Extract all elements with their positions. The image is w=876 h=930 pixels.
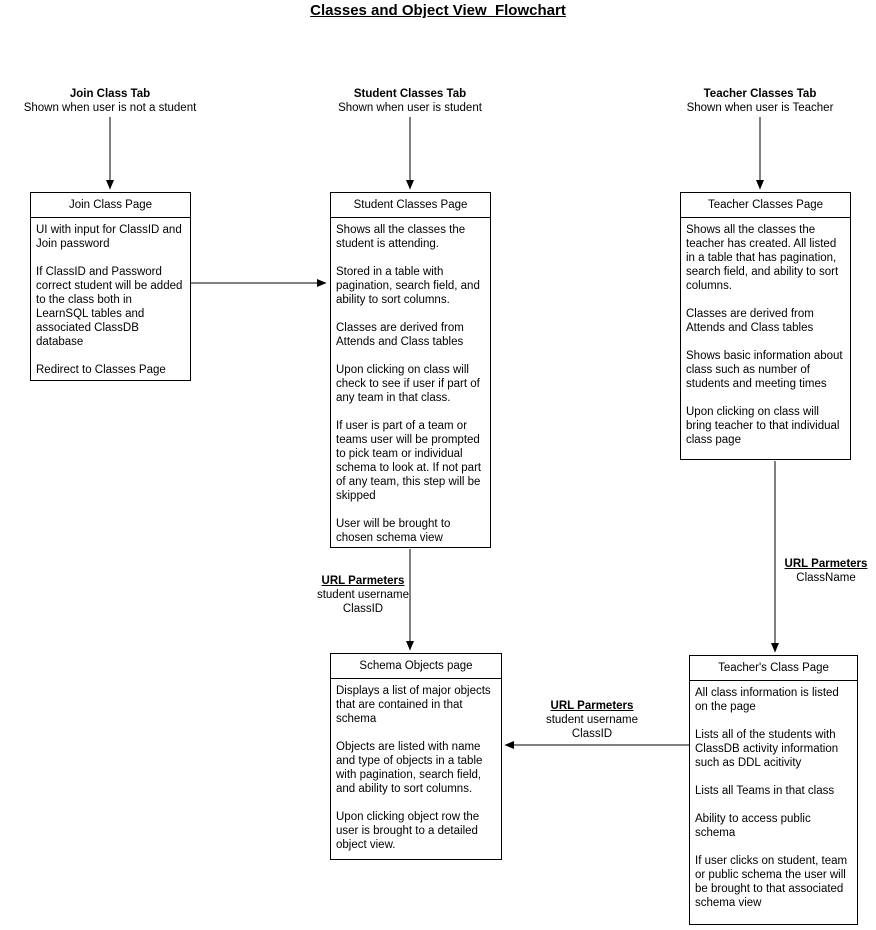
edge-label-teacher-to-class-title: URL Parmeters bbox=[784, 558, 868, 570]
paragraph: Stored in a table with pagination, searc… bbox=[336, 266, 480, 306]
header-join-class-tab: Join Class Tab Shown when user is not a … bbox=[10, 87, 210, 115]
node-teacher-classes-page-body: Shows all the classes the teacher has cr… bbox=[681, 218, 850, 447]
paragraph: Objects are listed with name and type of… bbox=[336, 741, 483, 795]
edge-label-class-to-schema: URL Parmeters student username ClassID bbox=[517, 699, 667, 741]
node-join-class-page-title: Join Class Page bbox=[31, 193, 190, 218]
node-student-classes-page-body: Shows all the classes the student is att… bbox=[331, 218, 490, 545]
edge-label-student-to-schema-line: ClassID bbox=[342, 603, 384, 615]
paragraph: Upon clicking object row the user is bro… bbox=[336, 811, 480, 851]
node-student-classes-page: Student Classes Page Shows all the class… bbox=[330, 192, 491, 548]
paragraph: If ClassID and Password correct student … bbox=[36, 266, 183, 348]
edge-label-student-to-schema-line: student username bbox=[316, 589, 410, 601]
header-join-class-tab-title: Join Class Tab bbox=[69, 88, 151, 100]
header-student-classes-tab: Student Classes Tab Shown when user is s… bbox=[310, 87, 510, 115]
paragraph: If user clicks on student, team or publi… bbox=[695, 855, 848, 909]
paragraph: If user is part of a team or teams user … bbox=[336, 420, 482, 502]
paragraph: Lists all of the students with ClassDB a… bbox=[695, 729, 839, 769]
node-teacher-classes-page: Teacher Classes Page Shows all the class… bbox=[680, 192, 851, 460]
paragraph: Displays a list of major objects that ar… bbox=[336, 685, 491, 725]
edge-label-teacher-to-class: URL Parmeters ClassName bbox=[756, 557, 876, 585]
node-teachers-class-page: Teacher's Class Page All class informati… bbox=[689, 655, 858, 925]
paragraph: Shows all the classes the student is att… bbox=[336, 224, 466, 250]
paragraph: Classes are derived from Attends and Cla… bbox=[336, 322, 464, 348]
node-schema-objects-page-body: Displays a list of major objects that ar… bbox=[331, 679, 501, 852]
diagram-title: Classes and Object View Flowchart bbox=[310, 2, 566, 19]
node-teacher-classes-page-title: Teacher Classes Page bbox=[681, 193, 850, 218]
header-join-class-tab-subtitle: Shown when user is not a student bbox=[23, 102, 197, 114]
paragraph: Classes are derived from Attends and Cla… bbox=[686, 308, 814, 334]
paragraph: UI with input for ClassID and Join passw… bbox=[36, 224, 182, 250]
paragraph: Shows basic information about class such… bbox=[686, 350, 843, 390]
paragraph: Redirect to Classes Page bbox=[36, 364, 166, 376]
header-student-classes-tab-subtitle: Shown when user is student bbox=[338, 102, 482, 114]
header-student-classes-tab-title: Student Classes Tab bbox=[353, 88, 467, 100]
header-teacher-classes-tab: Teacher Classes Tab Shown when user is T… bbox=[662, 87, 858, 115]
edge-label-teacher-to-class-line: ClassName bbox=[796, 572, 856, 584]
paragraph: Upon clicking on class will check to see… bbox=[336, 364, 480, 404]
node-join-class-page: Join Class Page UI with input for ClassI… bbox=[30, 192, 191, 381]
paragraph: Shows all the classes the teacher has cr… bbox=[686, 224, 839, 292]
edge-label-student-to-schema: URL Parmeters student username ClassID bbox=[288, 574, 438, 616]
node-schema-objects-page: Schema Objects page Displays a list of m… bbox=[330, 653, 502, 860]
edge-label-class-to-schema-title: URL Parmeters bbox=[550, 700, 634, 712]
header-teacher-classes-tab-title: Teacher Classes Tab bbox=[703, 88, 817, 100]
edge-label-student-to-schema-title: URL Parmeters bbox=[321, 575, 405, 587]
node-schema-objects-page-title: Schema Objects page bbox=[331, 654, 501, 679]
node-teachers-class-page-body: All class information is listed on the p… bbox=[690, 681, 857, 910]
paragraph: Ability to access public schema bbox=[695, 813, 811, 839]
paragraph: Upon clicking on class will bring teache… bbox=[686, 406, 840, 446]
paragraph: User will be brought to chosen schema vi… bbox=[336, 518, 451, 544]
paragraph: Lists all Teams in that class bbox=[695, 785, 835, 797]
edge-label-class-to-schema-line: student username bbox=[545, 714, 639, 726]
header-teacher-classes-tab-subtitle: Shown when user is Teacher bbox=[686, 102, 834, 114]
node-join-class-page-body: UI with input for ClassID and Join passw… bbox=[31, 218, 190, 377]
paragraph: All class information is listed on the p… bbox=[695, 687, 839, 713]
node-teachers-class-page-title: Teacher's Class Page bbox=[690, 656, 857, 681]
edge-label-class-to-schema-line: ClassID bbox=[571, 728, 613, 740]
node-student-classes-page-title: Student Classes Page bbox=[331, 193, 490, 218]
